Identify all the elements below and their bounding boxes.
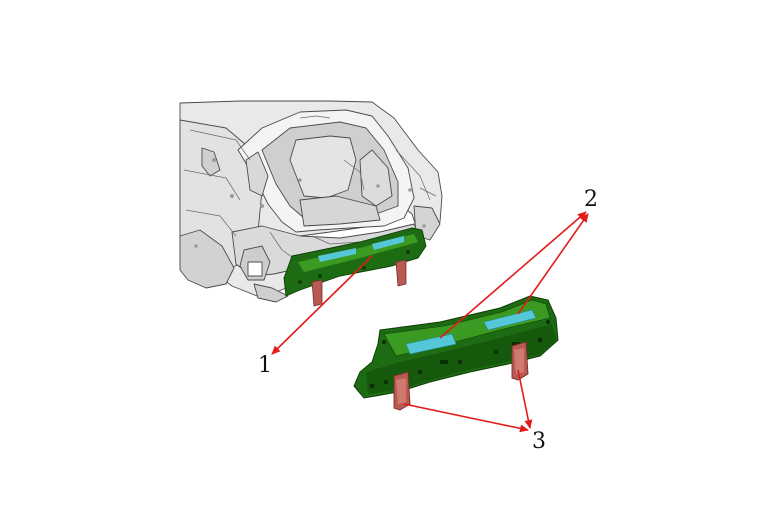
- leader-lines: [271, 211, 589, 433]
- bracket-installed-left: [311, 279, 323, 307]
- insulation-pad-installed-left: [318, 248, 356, 262]
- callout-label-1: 1: [258, 353, 272, 378]
- bracket-installed-right: [395, 259, 407, 287]
- crossmember-exploded: [353, 295, 559, 411]
- insulation-pad-left: [405, 333, 457, 355]
- vehicle-rear-body-illustration: [179, 100, 443, 303]
- leader-arrow-1: [271, 255, 373, 355]
- leader-arrow-3a: [403, 403, 529, 433]
- callout-label-3: 3: [532, 429, 546, 454]
- crossmember-installed: [283, 227, 427, 307]
- leader-arrow-2a: [439, 211, 587, 339]
- leader-arrow-3b: [517, 369, 533, 429]
- insulation-pad-installed-right: [372, 236, 404, 250]
- leader-arrow-2b: [517, 213, 589, 315]
- callout-label-2: 2: [584, 187, 598, 212]
- insulation-pad-right: [483, 309, 537, 331]
